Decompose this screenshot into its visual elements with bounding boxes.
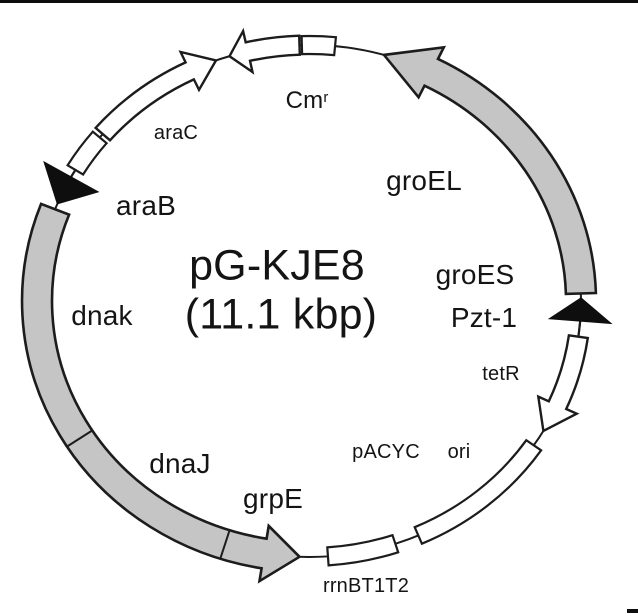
label-grpE: grpE xyxy=(243,483,303,514)
label-araC: araC xyxy=(153,122,199,144)
pzt1-promoter-arrow-stem xyxy=(577,320,582,337)
label-pzt1: Pzt-1 xyxy=(450,302,518,333)
araC-tail-segment xyxy=(66,130,109,176)
label-dnaJ: dnaJ xyxy=(149,448,211,479)
cmr-tail-segment xyxy=(300,34,338,57)
dnaK-dnaJ-grpE-operon-arrow-divider-1 xyxy=(66,429,93,448)
label-dnak: dnak xyxy=(71,300,133,331)
scan-artifact-bottom-right xyxy=(627,609,638,613)
label-pACYC: pACYC xyxy=(352,441,420,463)
label-cmr-superscript: r xyxy=(323,90,329,106)
groES-groEL-operon-arrow xyxy=(381,45,598,296)
label-rrnBT1T2: rrnBT1T2 xyxy=(322,575,410,597)
ori-segment xyxy=(413,438,543,546)
scan-border-top xyxy=(0,0,638,3)
araB-promoter-arrow-stem xyxy=(70,168,77,178)
label-groEL: groEL xyxy=(386,165,462,196)
label-cmr-base: Cm xyxy=(285,87,324,114)
label-tetR: tetR xyxy=(482,363,520,385)
label-araB: araB xyxy=(116,190,176,221)
label-ori: ori xyxy=(447,441,471,463)
rrnBT1T2-terminator-segment xyxy=(326,533,400,567)
pzt1-promoter-arrow xyxy=(547,297,613,325)
tetR-gene-arrow xyxy=(536,333,590,433)
araB-promoter-arrow xyxy=(43,160,100,205)
dnaK-dnaJ-grpE-operon-arrow-divider-2 xyxy=(219,529,231,560)
araC-gene-arrow xyxy=(93,50,218,142)
dnaK-dnaJ-grpE-operon-arrow xyxy=(20,202,302,584)
cmr-gene-arrow xyxy=(227,27,302,75)
plasmid-size: (11.1 kbp) xyxy=(184,290,378,339)
label-cmr: Cmr xyxy=(286,89,329,113)
label-groES: groES xyxy=(435,259,515,290)
plasmid-name: pG-KJE8 xyxy=(189,241,365,290)
